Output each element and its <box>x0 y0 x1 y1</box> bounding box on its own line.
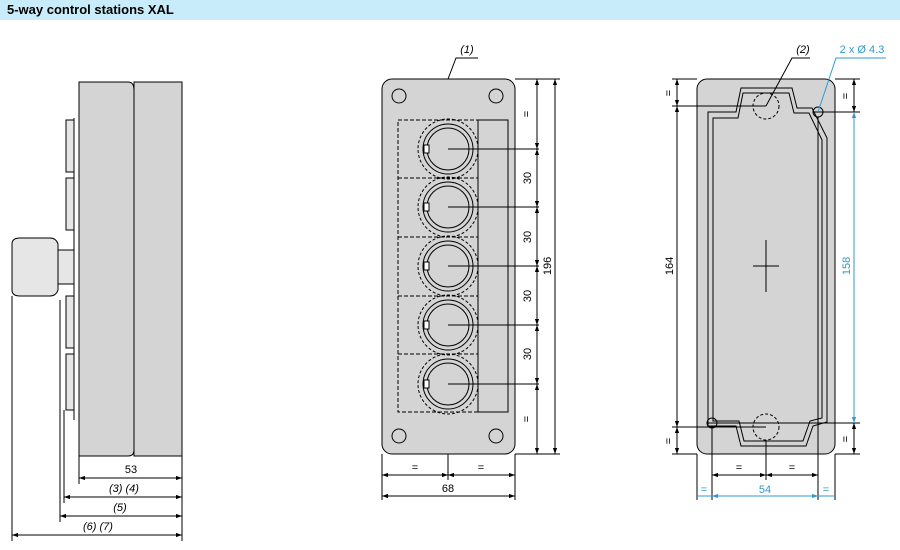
rear-left-equals-bottom: = <box>663 438 675 444</box>
front-callout-1: (1) <box>460 44 474 56</box>
side-dim-6-7: (6) (7) <box>83 521 113 533</box>
rear-bottom-dims <box>696 117 836 500</box>
front-width-68: 68 <box>442 483 454 495</box>
front-equals-right: = <box>478 462 484 474</box>
rear-spacing-158: 158 <box>841 257 853 275</box>
front-corner-hole-bl <box>391 428 407 444</box>
rear-outer-equals-right: = <box>823 484 829 496</box>
front-pitch-3: 30 <box>522 290 534 302</box>
front-pitch-1: 30 <box>522 172 534 184</box>
front-pitch-4: 30 <box>522 348 534 360</box>
side-dim-3-4: (3) (4) <box>109 483 139 495</box>
rear-width-54: 54 <box>759 484 771 496</box>
rear-inner-outline-2 <box>712 92 823 442</box>
side-button-5 <box>65 353 75 411</box>
side-button-2 <box>65 177 75 231</box>
rear-right-dims <box>717 78 860 455</box>
front-corner-hole-tl <box>391 88 407 104</box>
front-height-196: 196 <box>542 257 554 275</box>
rear-inner-equals-right: = <box>789 462 795 474</box>
side-body-rear <box>133 81 183 457</box>
front-view <box>381 57 560 500</box>
front-equals-left: = <box>412 462 418 474</box>
front-equals-top: = <box>521 111 533 117</box>
rear-right-equals-top: = <box>840 93 852 99</box>
side-dim-5: (5) <box>113 502 127 514</box>
side-mushroom-stem <box>57 249 75 285</box>
front-equals-bottom: = <box>521 416 533 422</box>
rear-inner-equals-left: = <box>736 462 742 474</box>
rear-outer-equals-left: = <box>701 484 707 496</box>
front-corner-hole-tr <box>488 88 504 104</box>
rear-holes-label: 2 x Ø 4.3 <box>840 44 885 56</box>
side-button-1 <box>65 119 75 173</box>
rear-inner-outline <box>707 87 828 447</box>
page-title: 5-way control stations XAL <box>7 2 174 17</box>
title-bar: 5-way control stations XAL <box>0 0 900 20</box>
side-mushroom-head <box>11 237 59 297</box>
rear-left-equals-top: = <box>663 90 675 96</box>
rear-height-164: 164 <box>664 257 676 275</box>
rear-right-equals-bottom: = <box>840 436 852 442</box>
front-corner-hole-br <box>488 428 504 444</box>
front-pitch-2: 30 <box>522 231 534 243</box>
rear-view <box>672 57 886 455</box>
side-button-4 <box>65 295 75 349</box>
side-view <box>11 81 183 541</box>
rear-callout-2: (2) <box>796 44 810 56</box>
side-dim-53: 53 <box>125 464 137 476</box>
side-body-front <box>78 81 135 457</box>
